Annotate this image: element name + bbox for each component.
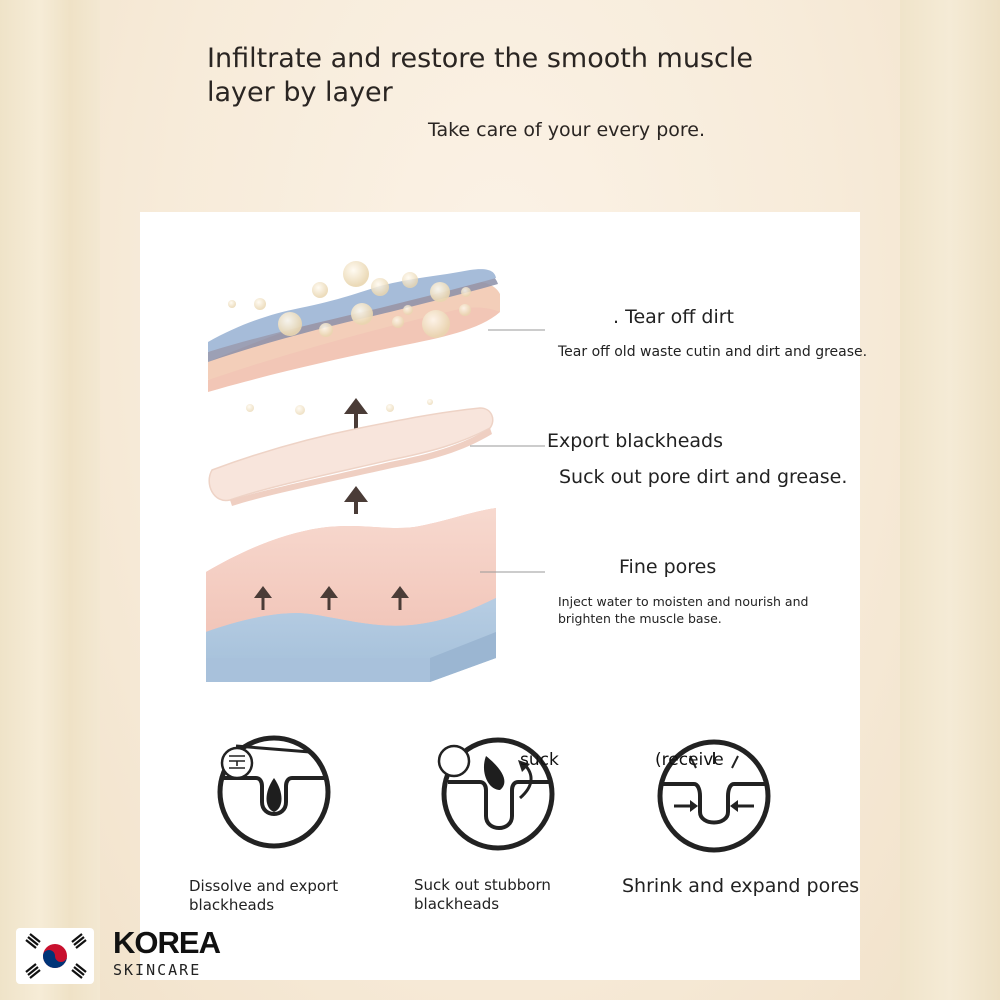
up-arrow-1 <box>344 398 368 430</box>
icon-3-caption: Shrink and expand pores <box>622 875 860 897</box>
korea-skincare-logo: KOREA SKINCARE <box>16 925 221 984</box>
logo-korea-text: KOREA <box>113 925 221 960</box>
layer-1-title: . Tear off dirt <box>613 306 734 328</box>
layer-3-title: Fine pores <box>619 556 717 578</box>
page-subhead: Take care of your every pore. <box>428 119 706 141</box>
receive-word: (receive <box>655 750 724 770</box>
base-skin-block <box>206 508 545 682</box>
layer-3-description: Inject water to moisten and nourish and … <box>558 594 809 626</box>
suction-pore-icon <box>437 737 555 851</box>
dirt-particles <box>228 261 471 415</box>
suck-word: suck <box>520 750 559 770</box>
skin-layer-diagram <box>206 261 771 853</box>
icon-1-caption: Dissolve and export blackheads <box>189 877 339 914</box>
layer-2-description: Suck out pore dirt and grease. <box>559 466 848 488</box>
right-wood-panel <box>900 0 1000 1000</box>
diagram-card: . Tear off dirt Tear off old waste cutin… <box>140 212 867 980</box>
up-arrow-2 <box>344 486 368 514</box>
logo-skincare-text: SKINCARE <box>113 961 202 979</box>
page-headline: Infiltrate and restore the smooth muscle… <box>207 43 753 108</box>
left-wood-panel <box>0 0 100 1000</box>
shrink-pore-icon <box>657 739 771 853</box>
pore-arrows <box>254 586 409 610</box>
korean-flag-icon <box>16 928 94 984</box>
layer-1-description: Tear off old waste cutin and dirt and gr… <box>558 344 868 360</box>
icon-2-caption: Suck out stubborn blackheads <box>414 876 551 913</box>
dissolve-pore-icon <box>217 735 331 849</box>
middle-sheet-layer <box>208 407 545 506</box>
layer-2-title: Export blackheads <box>547 430 724 452</box>
